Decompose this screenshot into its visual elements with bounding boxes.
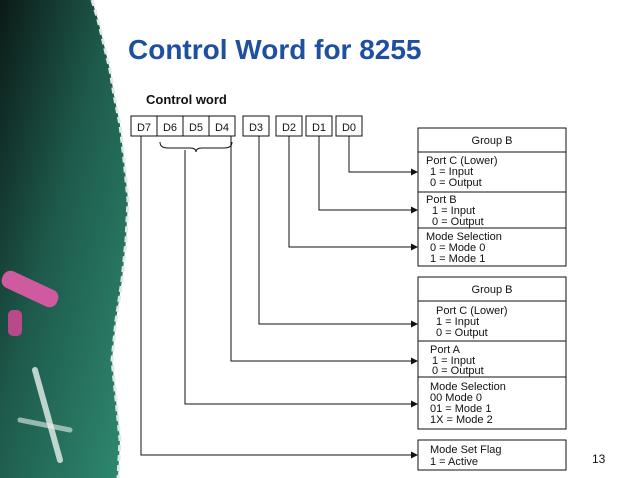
mode-selection-lower-line1: 00 Mode 0 xyxy=(430,392,482,404)
bit-cell-d3 xyxy=(242,115,270,137)
arrowheads xyxy=(411,168,418,459)
port-c-lower-lower-box xyxy=(417,300,567,342)
port-b-box xyxy=(417,191,567,229)
d6-d5-brace xyxy=(159,141,233,153)
mode-selection-upper-line2: 1 = Mode 1 xyxy=(430,253,485,265)
port-c-lower-upper-box xyxy=(417,151,567,193)
port-c-lower-lower-line1: 1 = Input xyxy=(436,316,479,328)
arrowhead-d7 xyxy=(411,451,418,459)
port-c-lower-lower-line2: 0 = Output xyxy=(436,327,488,339)
mode-set-flag-title: Mode Set Flag xyxy=(430,444,502,456)
page-number: 13 xyxy=(592,452,606,466)
mode-set-flag-panel: Mode Set Flag 1 = Active xyxy=(417,439,567,471)
connector-d3 xyxy=(258,136,414,325)
mode-selection-upper-title: Mode Selection xyxy=(426,231,502,243)
arrowhead-d4 xyxy=(411,357,418,365)
bit-label-d6: D6 xyxy=(163,122,177,134)
mode-selection-upper-box xyxy=(417,227,567,267)
bit-label-d7: D7 xyxy=(137,122,151,134)
connector-lines xyxy=(140,136,414,456)
port-a-line2: 0 = Output xyxy=(432,365,484,377)
arrowhead-d6-d5 xyxy=(411,400,418,408)
port-c-lower-upper-title: Port C (Lower) xyxy=(426,155,498,167)
bit-label-d4: D4 xyxy=(215,122,229,134)
mode-selection-lower-line3: 1X = Mode 2 xyxy=(430,414,493,426)
group-b-lower-header: Group B xyxy=(472,284,513,296)
bit-cell-d4 xyxy=(208,115,236,137)
group-b-upper-header: Group B xyxy=(472,135,513,147)
mode-selection-upper-line1: 0 = Mode 0 xyxy=(430,242,485,254)
group-b-upper-panel: Group B Port C (Lower) 1 = Input 0 = Out… xyxy=(417,127,567,267)
port-c-lower-upper-line1: 1 = Input xyxy=(430,166,473,178)
bit-label-d3: D3 xyxy=(249,122,263,134)
group-b-lower-panel: Group B Port C (Lower) 1 = Input 0 = Out… xyxy=(417,276,567,430)
connector-d2 xyxy=(288,136,414,248)
port-c-lower-upper-line2: 0 = Output xyxy=(430,177,482,189)
arrowhead-d3 xyxy=(411,320,418,328)
port-a-line1: 1 = Input xyxy=(432,355,475,367)
page-title: Control Word for 8255 xyxy=(128,34,422,65)
port-b-line2: 0 = Output xyxy=(432,216,484,228)
control-word-label: Control word xyxy=(146,92,227,107)
mode-selection-lower-title: Mode Selection xyxy=(430,381,506,393)
port-b-title: Port B xyxy=(426,194,457,206)
connector-d4 xyxy=(230,136,414,362)
group-b-lower-header-box xyxy=(417,276,567,302)
arrowhead-d2 xyxy=(411,243,418,251)
port-c-lower-lower-title: Port C (Lower) xyxy=(436,305,508,317)
bit-label-d0: D0 xyxy=(342,122,356,134)
group-b-upper-header-box xyxy=(417,127,567,153)
pink-chalk xyxy=(1,270,59,336)
arrowhead-d0 xyxy=(411,168,418,176)
port-a-box xyxy=(417,340,567,378)
connector-d0 xyxy=(348,136,414,173)
port-b-line1: 1 = Input xyxy=(432,205,475,217)
connector-d7 xyxy=(140,136,414,456)
mode-selection-lower-line2: 01 = Mode 1 xyxy=(430,403,491,415)
bit-label-d1: D1 xyxy=(312,122,326,134)
bit-register: D7 D6 D5 D4 D3 D2 D1 D0 xyxy=(130,115,363,137)
bit-label-d5: D5 xyxy=(189,122,203,134)
arrowhead-d1 xyxy=(411,206,418,214)
port-a-title: Port A xyxy=(430,344,461,356)
connector-d1 xyxy=(318,136,414,211)
mode-set-flag-line1: 1 = Active xyxy=(430,456,478,468)
bit-label-d2: D2 xyxy=(282,122,296,134)
chalkboard-decoration xyxy=(0,0,130,478)
mode-selection-lower-box xyxy=(417,376,567,430)
connector-d6-d5 xyxy=(184,150,414,405)
